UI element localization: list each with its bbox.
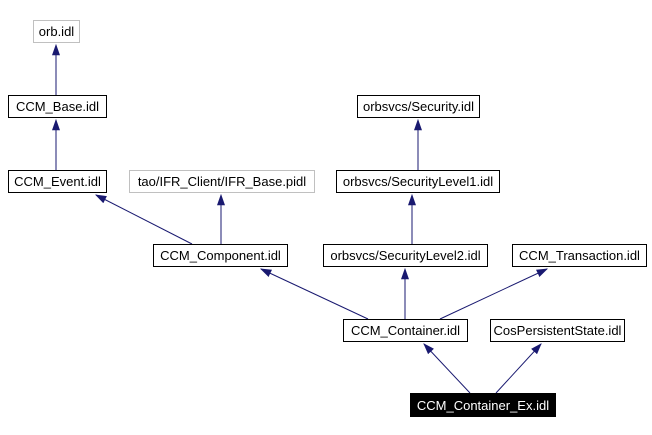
node-ccm-transaction-idl[interactable]: CCM_Transaction.idl [512, 244, 647, 267]
edge-ccm-container-ex-to-cospersistentstate [495, 343, 542, 394]
edge-ccm-container-to-ccm-component [259, 268, 369, 320]
node-orbsvcs-security-idl[interactable]: orbsvcs/Security.idl [357, 95, 480, 118]
node-ccm-container-idl[interactable]: CCM_Container.idl [343, 319, 468, 342]
edge-ccm-container-to-ccm-transaction [439, 268, 549, 320]
edge-ccm-component-to-ccm-event [94, 194, 193, 245]
node-ccm-base-idl[interactable]: CCM_Base.idl [8, 95, 107, 118]
node-ccm-component-idl[interactable]: CCM_Component.idl [153, 244, 288, 267]
node-ccm-event-idl[interactable]: CCM_Event.idl [8, 170, 107, 193]
node-orb-idl[interactable]: orb.idl [33, 20, 80, 43]
node-orbsvcs-securitylevel2-idl[interactable]: orbsvcs/SecurityLevel2.idl [323, 244, 488, 267]
node-cospersistentstate-idl[interactable]: CosPersistentState.idl [490, 319, 625, 342]
node-tao-ifr-client-ifr-base-pidl[interactable]: tao/IFR_Client/IFR_Base.pidl [129, 170, 315, 193]
edge-ccm-container-ex-to-ccm-container [423, 343, 471, 394]
node-ccm-container-ex-idl: CCM_Container_Ex.idl [410, 393, 556, 417]
node-orbsvcs-securitylevel1-idl[interactable]: orbsvcs/SecurityLevel1.idl [336, 170, 500, 193]
